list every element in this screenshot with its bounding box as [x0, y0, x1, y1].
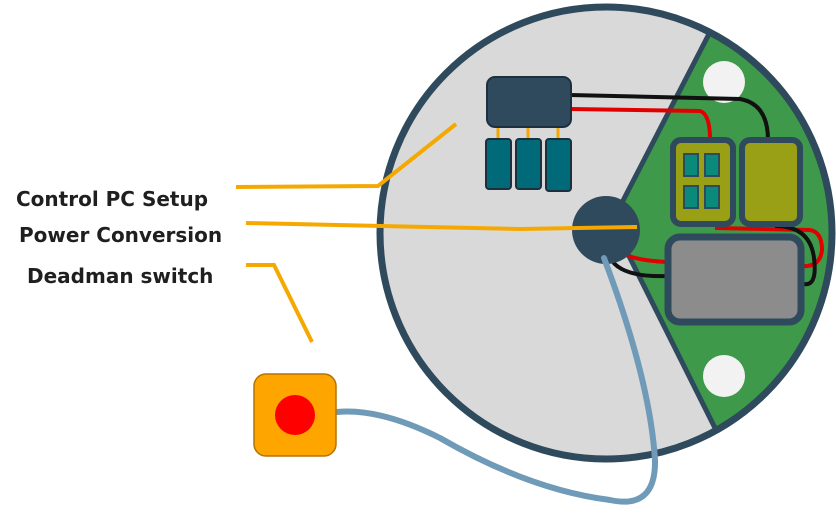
label-power-conversion: Power Conversion: [19, 223, 223, 247]
leader-power-conversion: [245, 221, 638, 232]
wire-black-right: [774, 224, 817, 287]
terminal-block-left: [670, 137, 736, 227]
enclosure-rim: [376, 3, 836, 463]
leader-deadman: [246, 263, 314, 343]
mount-hole-bottom: [703, 355, 745, 397]
cable-grommet: [572, 196, 640, 264]
power-supply-block: [664, 233, 805, 326]
mount-hole-top: [703, 61, 745, 103]
capacitor-1: [485, 138, 512, 190]
wire-red-right: [714, 226, 825, 269]
wire-black-top: [569, 93, 770, 141]
capacitor-2: [515, 138, 542, 190]
label-deadman-switch: Deadman switch: [27, 264, 214, 288]
terminal-pad-4: [704, 185, 720, 209]
deadman-switch-button: [275, 395, 315, 435]
terminal-pad-3: [683, 185, 699, 209]
terminal-pad-2: [704, 153, 720, 177]
leader-control-pc: [235, 122, 458, 189]
label-control-pc-setup: Control PC Setup: [16, 187, 209, 211]
deadman-cable: [334, 255, 659, 505]
relay-block: [739, 137, 803, 227]
capacitor-3: [545, 138, 572, 192]
control-module: [486, 76, 572, 128]
wire-red-top: [569, 107, 712, 141]
terminal-pad-1: [683, 153, 699, 177]
